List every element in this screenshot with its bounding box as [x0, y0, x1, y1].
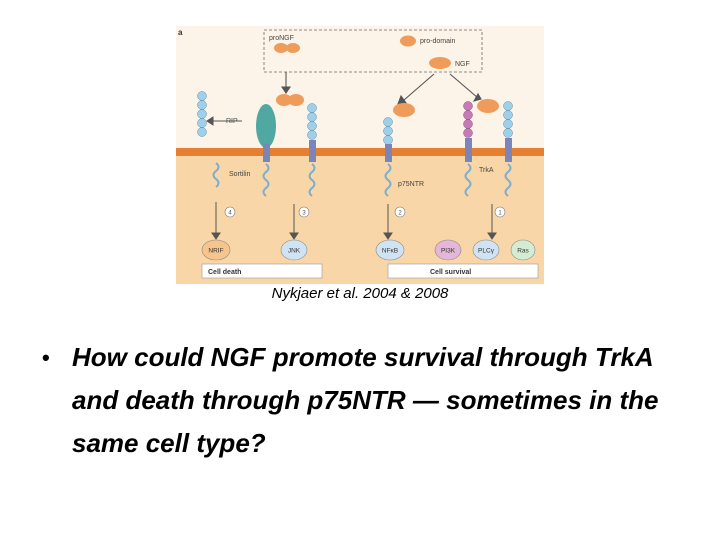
- effector-nrif: NRIF: [208, 248, 223, 255]
- effector-ras: Ras: [517, 248, 529, 255]
- outcome-survival: Cell survival: [430, 269, 471, 276]
- p75-tail: [384, 163, 392, 197]
- step-3: 3: [302, 211, 306, 217]
- p75-homodimer-domains: [383, 117, 393, 145]
- outcome-death: Cell death: [208, 269, 241, 276]
- step-1: 1: [498, 211, 502, 217]
- ngf-bound-p75: [393, 103, 415, 117]
- trka-tail: [464, 163, 472, 197]
- label-sortilin: Sortilin: [229, 171, 251, 178]
- step-4: 4: [228, 211, 232, 217]
- p75-transmembrane: [385, 144, 392, 162]
- rip-arrow: [206, 116, 242, 126]
- effector-nodes: [201, 239, 536, 261]
- sortilin-transmembrane: [263, 144, 270, 162]
- trka-domains: [463, 101, 473, 138]
- pro-domain-ligand: [400, 35, 416, 47]
- p75-transmembrane-trka: [505, 138, 512, 162]
- step-markers: [224, 206, 506, 218]
- signaling-figure: a proNGF pro-domain NGF Sortilin RIP p75…: [176, 26, 544, 284]
- label-pro-domain: pro-domain: [420, 38, 456, 45]
- panel-letter: a: [178, 28, 183, 37]
- sortilin-tail: [262, 163, 270, 197]
- ngf-bound-trka: [477, 99, 499, 113]
- step-2: 2: [398, 211, 402, 217]
- pro-ngf-ligand: [274, 42, 300, 54]
- effector-pi3k: PI3K: [441, 248, 456, 255]
- effector-nfkb: NFκB: [382, 248, 398, 255]
- bullet-text: How could NGF promote survival through T…: [72, 342, 659, 458]
- trka-transmembrane: [465, 138, 472, 162]
- label-ngf: NGF: [455, 61, 470, 68]
- label-pro-ngf: proNGF: [269, 35, 294, 42]
- p75-transmembrane-sortilin: [309, 140, 316, 162]
- p75-domains-sortilin-complex: [307, 103, 317, 140]
- extracellular-region: [176, 26, 544, 148]
- ngf-ligand: [429, 57, 451, 69]
- figure-caption: Nykjaer et al. 2004 & 2008: [271, 285, 449, 302]
- p75-domains-left: [197, 91, 207, 137]
- cytoplasm-region: [176, 154, 544, 284]
- p75-domains-trka-complex: [503, 101, 513, 138]
- cell-survival-bar: [387, 263, 539, 279]
- cleaved-fragment: [212, 162, 220, 188]
- bullet-marker: •: [42, 345, 50, 370]
- p75-tail-sortilin: [308, 163, 316, 197]
- bullet-point: • How could NGF promote survival through…: [42, 336, 682, 465]
- label-trka: TrkA: [479, 167, 494, 174]
- plasma-membrane: [176, 148, 544, 156]
- effector-jnk: JNK: [288, 248, 301, 255]
- sortilin-receptor: [256, 104, 276, 148]
- label-p75ntr: p75NTR: [398, 181, 424, 188]
- p75-tail-trka: [504, 163, 512, 197]
- effector-plcg: PLCγ: [478, 248, 495, 255]
- signal-arrows: [211, 202, 497, 240]
- pro-ngf-bound: [276, 94, 304, 106]
- cell-death-bar: [201, 263, 323, 279]
